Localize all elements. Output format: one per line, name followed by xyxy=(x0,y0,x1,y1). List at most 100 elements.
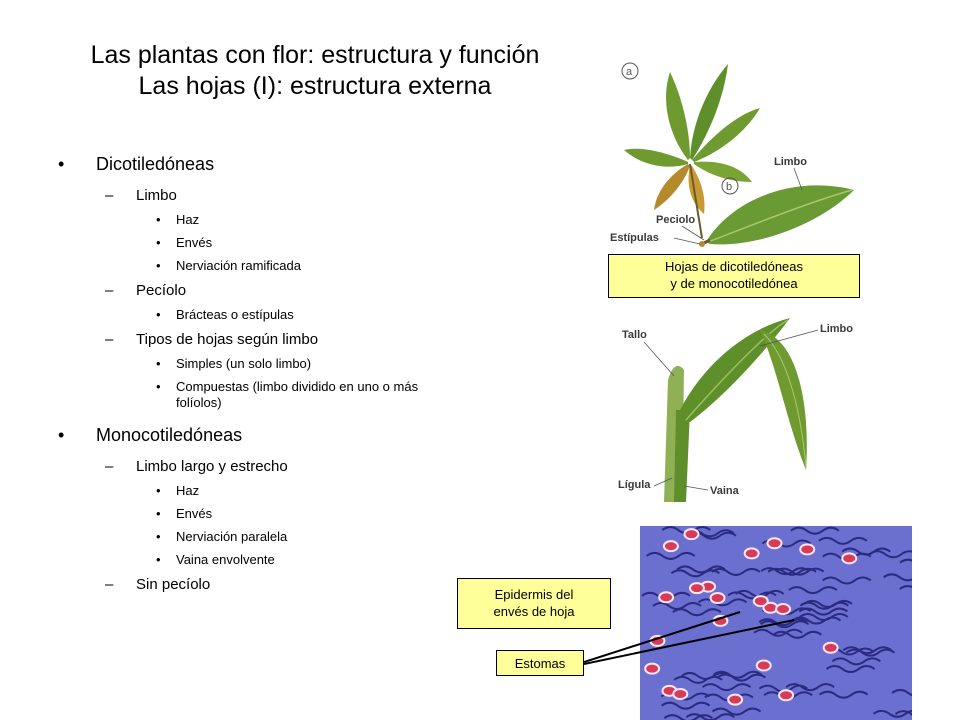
cell-wall xyxy=(899,558,912,564)
stoma xyxy=(743,547,760,560)
list-item: •Envés xyxy=(156,235,213,250)
cell-wall xyxy=(663,714,713,720)
cell-wall xyxy=(842,646,892,655)
cell-wall xyxy=(767,567,817,576)
monocot-plant xyxy=(664,318,807,502)
cell-wall xyxy=(652,601,702,610)
epidermis-micrograph xyxy=(640,526,912,720)
title-line-2: Las hojas (I): estructura externa xyxy=(138,72,492,100)
stoma xyxy=(658,591,675,604)
title-line-1: Las plantas con flor: estructura y funci… xyxy=(90,41,540,69)
marker-b xyxy=(721,177,739,195)
cell-wall xyxy=(785,683,835,692)
dicot-leaves-illustration: a b Limbo Peciolo Estípulas xyxy=(610,62,854,247)
cell-wall xyxy=(753,628,803,637)
cell-wall xyxy=(711,707,762,716)
outline-dicotiledoneas: •Dicotiledóneas xyxy=(58,154,215,174)
outline-monocotiledoneas: •Monocotiledóneas xyxy=(58,425,243,445)
stoma xyxy=(775,603,792,616)
cell-wall xyxy=(727,591,777,600)
estomas-leader-lines xyxy=(584,611,795,665)
list-item: •Haz xyxy=(156,483,200,498)
cell-wall xyxy=(697,598,748,607)
stoma xyxy=(778,689,795,702)
palmate-leaf xyxy=(624,64,760,239)
cell-wall xyxy=(831,657,881,666)
label-estomas: Estomas xyxy=(496,650,584,676)
outline-dicot-limbo: –Limbo xyxy=(105,187,177,204)
stoma xyxy=(662,540,679,553)
list-item: •Nerviación ramificada xyxy=(156,258,301,273)
label-ligula: Lígula xyxy=(618,479,651,491)
stoma xyxy=(822,641,839,654)
monocot-leaf-image: Tallo Limbo Lígula Vaina xyxy=(610,310,880,502)
label-limbo: Limbo xyxy=(774,156,807,168)
list-item: •Nerviación paralela xyxy=(156,529,288,544)
cell-wall xyxy=(759,620,810,629)
stoma xyxy=(799,543,816,556)
outline-dicot-tipos: –Tipos de hojas según limbo xyxy=(105,331,319,348)
cell-wall xyxy=(758,618,808,627)
cell-wall xyxy=(894,710,912,716)
cell-wall xyxy=(798,607,848,616)
list-item: •Envés xyxy=(156,506,213,521)
label-tallo: Tallo xyxy=(622,329,647,341)
stoma xyxy=(688,582,705,595)
caption-epidermis: Epidermis del envés de hoja xyxy=(457,578,611,629)
cell-wall xyxy=(845,648,896,657)
cell-wall xyxy=(711,567,761,576)
cell-wall xyxy=(772,630,822,639)
cell-wall xyxy=(872,709,912,718)
cell-wall xyxy=(899,585,912,590)
list-item: •Brácteas o estípulas xyxy=(156,307,294,322)
cell-wall xyxy=(760,567,810,576)
epidermis-cells xyxy=(641,526,912,720)
stoma xyxy=(841,552,858,565)
list-item: •Simples (un solo limbo) xyxy=(156,356,312,371)
simple-leaf xyxy=(699,185,854,247)
slide-title: Las plantas con flor: estructura y funci… xyxy=(60,40,570,102)
cell-wall xyxy=(799,601,849,610)
cell-wall xyxy=(788,586,838,595)
label-vaina: Vaina xyxy=(710,485,740,497)
cell-wall xyxy=(799,613,849,621)
label-estipulas: Estípulas xyxy=(610,232,659,244)
dicot-leaves-image: a b Limbo Peciolo Estípulas xyxy=(610,42,860,254)
cell-wall xyxy=(818,536,868,545)
cell-wall xyxy=(661,701,711,710)
cell-wall xyxy=(701,683,752,692)
outline-dicot-peciolo: –Pecíolo xyxy=(105,282,187,299)
stoma xyxy=(644,662,661,675)
cell-wall xyxy=(790,526,840,535)
marker-a-text: a xyxy=(626,66,633,78)
stoma xyxy=(755,659,772,672)
outline-mono-limbo: –Limbo largo y estrecho xyxy=(105,458,288,475)
stoma xyxy=(709,591,726,604)
cell-wall xyxy=(883,573,912,582)
stoma xyxy=(752,595,769,608)
cell-wall xyxy=(868,550,912,559)
stoma xyxy=(683,528,700,541)
label-limbo-mono: Limbo xyxy=(820,323,853,335)
outline-mono-peciolo: –Sin pecíolo xyxy=(105,576,211,593)
cell-wall xyxy=(819,690,869,699)
cell-wall xyxy=(891,688,912,697)
list-item: •Vaina envolvente xyxy=(156,552,275,567)
monocot-leaf-illustration: Tallo Limbo Lígula Vaina xyxy=(618,318,853,502)
marker-a xyxy=(621,62,639,80)
cell-wall xyxy=(646,551,696,560)
cell-wall xyxy=(673,675,723,684)
cell-wall xyxy=(803,599,853,608)
marker-b-text: b xyxy=(726,181,732,193)
list-item: •Compuestas (limbo dividido en uno o más… xyxy=(156,379,419,410)
stoma xyxy=(727,693,744,706)
cell-wall xyxy=(685,713,735,720)
caption-hojas: Hojas de dicotiledóneas y de monocotiled… xyxy=(608,254,860,298)
cell-wall xyxy=(822,576,872,585)
cell-wall xyxy=(775,567,825,576)
cell-wall xyxy=(712,670,763,679)
cell-wall xyxy=(825,665,876,674)
label-peciolo: Peciolo xyxy=(656,214,695,226)
content-outline: •Dicotiledóneas –Limbo •Haz •Envés •Nerv… xyxy=(56,153,456,601)
stoma xyxy=(672,688,689,701)
